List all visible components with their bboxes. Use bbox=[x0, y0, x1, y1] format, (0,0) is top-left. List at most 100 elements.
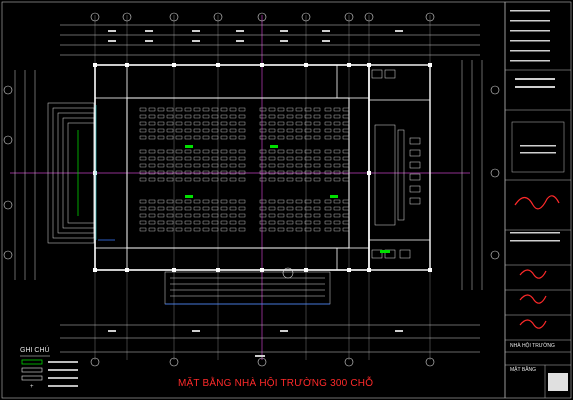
seat bbox=[220, 199, 228, 204]
seat bbox=[277, 206, 285, 211]
seat bbox=[139, 227, 147, 232]
seat bbox=[229, 227, 237, 232]
seat bbox=[277, 107, 285, 112]
seat bbox=[229, 156, 237, 161]
seat bbox=[139, 135, 147, 140]
seat bbox=[229, 149, 237, 154]
seat bbox=[333, 170, 341, 175]
seat bbox=[342, 121, 350, 126]
seat bbox=[259, 220, 267, 225]
seat bbox=[148, 170, 156, 175]
seat bbox=[184, 177, 192, 182]
bottom-porch-steps bbox=[164, 271, 331, 305]
seat bbox=[193, 199, 201, 204]
seat bbox=[166, 220, 174, 225]
seat bbox=[184, 128, 192, 133]
seat bbox=[139, 149, 147, 154]
seat bbox=[175, 149, 183, 154]
seat bbox=[220, 220, 228, 225]
seat bbox=[286, 170, 294, 175]
seat bbox=[342, 227, 350, 232]
seat bbox=[139, 177, 147, 182]
seat bbox=[202, 163, 210, 168]
seat bbox=[238, 107, 246, 112]
seat bbox=[166, 107, 174, 112]
seat bbox=[324, 135, 332, 140]
seat bbox=[184, 213, 192, 218]
seat bbox=[157, 206, 165, 211]
title-block bbox=[505, 69, 571, 398]
seat bbox=[184, 107, 192, 112]
seat bbox=[229, 213, 237, 218]
seat bbox=[139, 114, 147, 119]
seat bbox=[184, 170, 192, 175]
seat bbox=[193, 163, 201, 168]
seat bbox=[342, 156, 350, 161]
seat bbox=[148, 135, 156, 140]
building-walls bbox=[94, 64, 431, 271]
seat bbox=[202, 227, 210, 232]
seat bbox=[220, 227, 228, 232]
seat bbox=[324, 199, 332, 204]
seat bbox=[157, 135, 165, 140]
seat bbox=[202, 114, 210, 119]
color-accents bbox=[95, 105, 390, 279]
seat bbox=[304, 107, 312, 112]
seat bbox=[229, 135, 237, 140]
seat bbox=[184, 135, 192, 140]
seat bbox=[148, 199, 156, 204]
side-dimension-lines bbox=[14, 60, 483, 290]
seat bbox=[286, 128, 294, 133]
seat bbox=[313, 163, 321, 168]
seat bbox=[342, 114, 350, 119]
seat bbox=[333, 199, 341, 204]
seat bbox=[333, 213, 341, 218]
seat bbox=[220, 114, 228, 119]
seat bbox=[193, 128, 201, 133]
seat bbox=[184, 114, 192, 119]
seat bbox=[295, 213, 303, 218]
seat bbox=[220, 206, 228, 211]
seat bbox=[175, 107, 183, 112]
legend-title: GHI CHÚ bbox=[20, 347, 50, 354]
seat bbox=[166, 156, 174, 161]
seat bbox=[148, 177, 156, 182]
seat bbox=[295, 121, 303, 126]
seat bbox=[304, 128, 312, 133]
seat bbox=[148, 220, 156, 225]
seat bbox=[229, 163, 237, 168]
seat bbox=[220, 213, 228, 218]
seat bbox=[304, 135, 312, 140]
seat bbox=[268, 163, 276, 168]
seat bbox=[268, 177, 276, 182]
seat bbox=[295, 177, 303, 182]
seat bbox=[211, 128, 219, 133]
seat bbox=[313, 107, 321, 112]
seat bbox=[324, 206, 332, 211]
seat bbox=[268, 213, 276, 218]
seat bbox=[148, 149, 156, 154]
seat bbox=[333, 206, 341, 211]
seat bbox=[313, 177, 321, 182]
seat bbox=[193, 121, 201, 126]
seat bbox=[324, 213, 332, 218]
seat bbox=[286, 213, 294, 218]
seat bbox=[259, 156, 267, 161]
seat bbox=[238, 121, 246, 126]
seat bbox=[286, 199, 294, 204]
seat bbox=[184, 199, 192, 204]
seat bbox=[139, 199, 147, 204]
seat bbox=[238, 177, 246, 182]
seat bbox=[324, 121, 332, 126]
seat bbox=[202, 135, 210, 140]
seat bbox=[268, 156, 276, 161]
seat bbox=[333, 156, 341, 161]
seat bbox=[157, 163, 165, 168]
seat bbox=[202, 121, 210, 126]
seat bbox=[175, 135, 183, 140]
seat bbox=[333, 121, 341, 126]
seat bbox=[259, 213, 267, 218]
seat bbox=[238, 156, 246, 161]
seat bbox=[202, 156, 210, 161]
seat bbox=[175, 220, 183, 225]
